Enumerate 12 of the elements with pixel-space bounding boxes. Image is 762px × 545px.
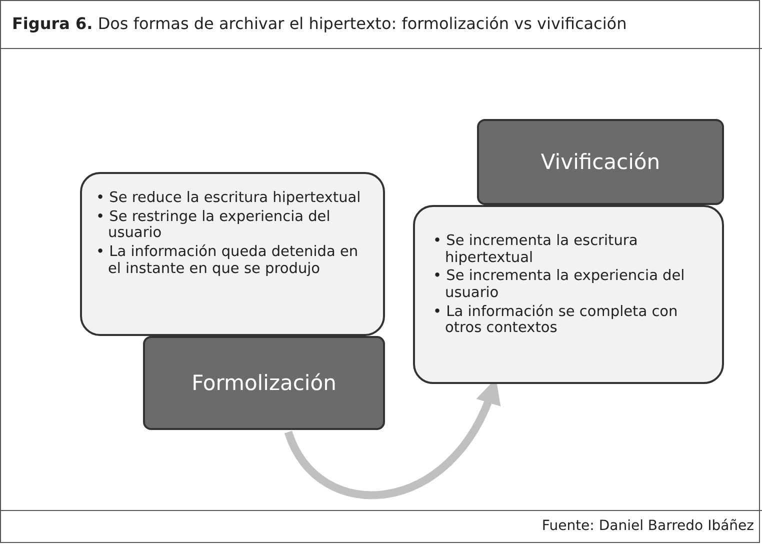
text-card — [80, 172, 385, 336]
bullet-item: • La información queda detenida en el instante en que se produjo — [96, 244, 360, 278]
heading-tab: Formolización — [143, 336, 385, 430]
bullet-item: • Se incrementa la escritura hipertextual — [433, 233, 639, 266]
text-card — [413, 205, 724, 384]
source-caption: Fuente: Daniel Barredo Ibáñez — [542, 518, 754, 534]
heading-tab: Vivificación — [477, 119, 724, 205]
bullet-item: • Se incrementa la experiencia del usuario — [433, 268, 686, 302]
bullet-item: • Se restringe la experiencia del usuario — [96, 208, 332, 242]
bullet-item: • Se reduce la escritura hipertextual — [96, 190, 362, 207]
figure-title: Figura 6. Dos formas de archivar el hipertexto: formolización vs vivificación — [12, 14, 627, 33]
bullet-item: • La información se completa con otros contextos — [433, 304, 679, 338]
